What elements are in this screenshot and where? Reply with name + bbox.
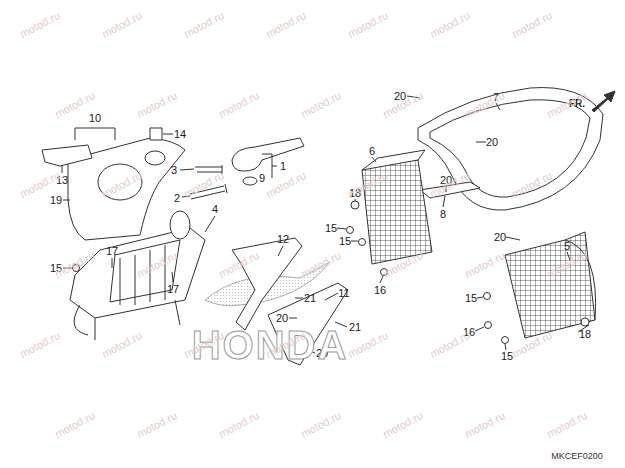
callout-number: 6 — [369, 146, 375, 157]
watermark: motod.ru — [463, 410, 507, 440]
watermark: motod.ru — [428, 330, 472, 360]
callout-number: 1 — [280, 161, 286, 172]
callout-number: 10 — [89, 113, 101, 124]
watermark: motod.ru — [100, 330, 144, 360]
callout-number: 19 — [50, 195, 62, 206]
watermark: motod.ru — [510, 10, 554, 40]
callout-number: 14 — [174, 129, 186, 140]
callout-number: 15 — [325, 223, 337, 234]
watermark: motod.ru — [53, 410, 97, 440]
callout-number: 15 — [465, 293, 477, 304]
callout-number: 17 — [167, 284, 179, 295]
watermark: motod.ru — [346, 10, 390, 40]
watermark: motod.ru — [264, 170, 308, 200]
watermark: motod.ru — [463, 250, 507, 280]
callout-number: 4 — [212, 204, 218, 215]
callout-number: 20 — [494, 232, 506, 243]
callout-number: 20 — [486, 137, 498, 148]
watermark: motod.ru — [135, 410, 179, 440]
callout-number: 15 — [339, 236, 351, 247]
watermark: motod.ru — [299, 90, 343, 120]
callout-number: 21 — [304, 293, 316, 304]
callout-number: 16 — [374, 285, 386, 296]
watermark: motod.ru — [217, 410, 261, 440]
callout-number: 21 — [349, 322, 361, 333]
callout-number: 17 — [106, 246, 118, 257]
watermark: motod.ru — [135, 90, 179, 120]
watermark: motod.ru — [18, 10, 62, 40]
callout-number: 18 — [579, 329, 591, 340]
callout-number: 3 — [171, 165, 177, 176]
watermark: motod.ru — [428, 10, 472, 40]
watermark: motod.ru — [100, 10, 144, 40]
callout-number: 12 — [277, 234, 289, 245]
watermark: motod.ru — [299, 250, 343, 280]
diagram-code: MKCEF0200 — [551, 452, 603, 461]
watermark: motod.ru — [299, 410, 343, 440]
watermark: motod.ru — [346, 330, 390, 360]
callout-number: 5 — [564, 241, 570, 252]
watermark: motod.ru — [381, 410, 425, 440]
callout-number: 2 — [174, 193, 180, 204]
callout-number: 9 — [259, 173, 265, 184]
callout-number: 20 — [276, 313, 288, 324]
watermark: motod.ru — [545, 410, 589, 440]
watermark: motod.ru — [182, 10, 226, 40]
watermark: motod.ru — [18, 330, 62, 360]
watermark: motod.ru — [264, 10, 308, 40]
callout-number: 11 — [338, 288, 349, 299]
watermark: motod.ru — [217, 90, 261, 120]
callout-number: 8 — [440, 209, 446, 220]
